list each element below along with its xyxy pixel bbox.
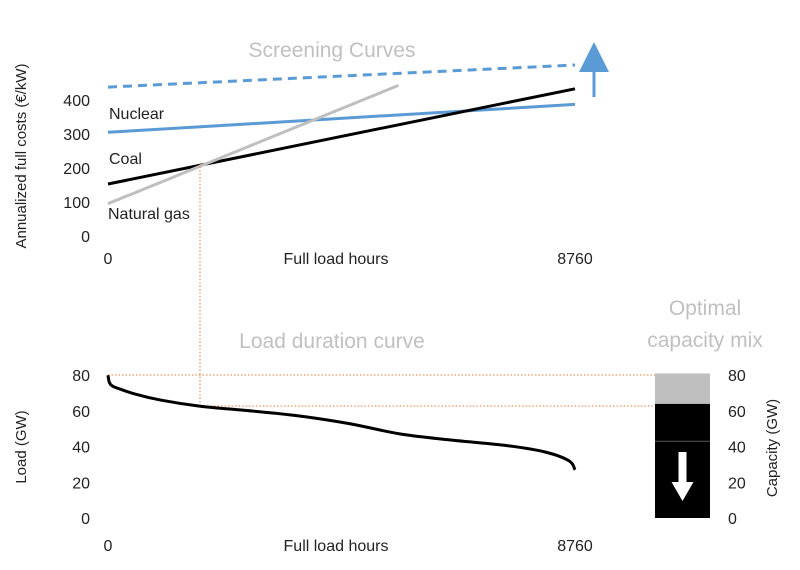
natural-gas-label: Natural gas [108,206,190,223]
top-y-tick-400: 400 [63,93,90,110]
load-duration-curve [106,374,577,471]
capacity-decrease-arrow [671,452,694,501]
dashed-shifted-cost-line [107,63,576,89]
bottom-y-axis-label: Load (GW) [13,410,30,483]
orange-dotted-connectors [108,163,710,407]
load-duration-chart: Load duration curve Load (GW) Full load … [13,330,593,555]
top-y-ticks: 0 100 200 300 400 [63,93,90,246]
capacity-y-tick-0: 0 [728,511,737,528]
top-x-tick-8760: 8760 [557,251,593,268]
nuclear-cost-line [107,102,576,134]
bottom-y-tick-80: 80 [72,368,90,385]
nuclear-label: Nuclear [109,106,165,123]
bottom-y-tick-20: 20 [72,475,90,492]
top-y-tick-0: 0 [81,229,90,246]
capacity-y-tick-60: 60 [728,404,746,421]
bottom-x-tick-0: 0 [104,538,113,555]
load-duration-title: Load duration curve [239,330,425,353]
capacity-y-axis-label: Capacity (GW) [764,399,781,497]
bottom-x-tick-8760: 8760 [557,538,593,555]
screening-curves-title: Screening Curves [249,39,416,62]
top-y-tick-100: 100 [63,195,90,212]
capacity-y-tick-80: 80 [728,368,746,385]
bottom-series-group [106,374,577,471]
top-y-tick-300: 300 [63,127,90,144]
top-y-axis-label: Annualized full costs (€/kW) [13,63,30,248]
bottom-x-axis-label: Full load hours [284,538,389,555]
bottom-y-tick-40: 40 [72,440,90,457]
capacity-y-tick-40: 40 [728,440,746,457]
natural-gas-cost-line [107,84,400,206]
top-y-tick-200: 200 [63,161,90,178]
top-x-axis-label: Full load hours [284,251,389,268]
capacity-y-tick-20: 20 [728,475,746,492]
capacity-y-ticks: 0 20 40 60 80 [728,368,746,528]
coal-cost-line [107,87,576,186]
top-x-tick-0: 0 [104,251,113,268]
peak-capacity-segment [655,373,710,404]
capacity-stack [655,373,710,518]
screening-curves-chart: Screening Curves Annualized full costs (… [13,39,609,268]
top-series-group [107,63,576,206]
bottom-y-tick-60: 60 [72,404,90,421]
coal-label: Coal [109,151,142,168]
bottom-y-ticks: 0 20 40 60 80 [72,368,90,528]
bottom-y-tick-0: 0 [81,511,90,528]
